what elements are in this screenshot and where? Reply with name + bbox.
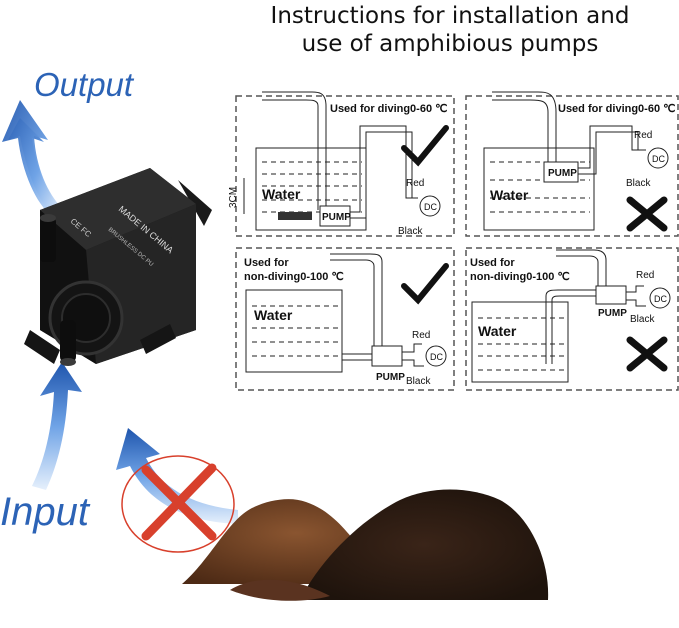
panel-1-pump-label: PUMP	[322, 212, 351, 223]
panel-1-check-icon	[401, 125, 449, 167]
panel-nondiving-correct: Used for non-diving0-100 ℃ Water PUMP DC…	[244, 253, 449, 387]
title-line-2: use of amphibious pumps	[301, 31, 599, 57]
panel-2-cross-icon	[626, 196, 668, 232]
panel-4-caption-line-1: Used for	[470, 257, 515, 269]
panel-2-dc-label: DC	[652, 154, 665, 164]
panel-1-depth-marker: 3CM	[228, 178, 245, 214]
panel-2-caption: Used for diving0-60 ℃	[558, 103, 676, 115]
soil-arrow	[116, 428, 238, 524]
panel-4-dc-label: DC	[654, 294, 667, 304]
panel-1-dc-label: DC	[424, 202, 437, 212]
instructions-title: Instructions for installation and use of…	[230, 2, 670, 58]
panel-nondiving-wrong: Used for non-diving0-100 ℃ Water PUMP DC…	[470, 249, 671, 383]
panel-4-cross-icon	[626, 336, 668, 372]
svg-text:3CM: 3CM	[228, 187, 239, 208]
panel-2-black-label: Black	[626, 178, 651, 189]
panel-2-pump-label: PUMP	[548, 168, 577, 179]
soil-piles	[182, 489, 549, 601]
panel-4-black-label: Black	[630, 314, 655, 325]
panel-2-water-label: Water	[490, 187, 529, 203]
panel-3-water-label: Water	[254, 307, 293, 323]
output-label: Output	[34, 66, 134, 103]
pump-device: MADE IN CHINA BRUSHLESS DC PU CE FC	[24, 168, 212, 366]
panel-4-caption-line-2: non-diving0-100 ℃	[470, 271, 570, 283]
output-arrow	[2, 100, 62, 216]
panel-3-red-label: Red	[412, 330, 430, 341]
panel-1-black-label: Black	[398, 226, 423, 237]
input-label: Input	[0, 490, 89, 534]
panel-4-red-label: Red	[636, 270, 654, 281]
panel-4-pump-label: PUMP	[598, 308, 627, 319]
no-entry-icon	[121, 455, 235, 553]
panel-3-caption-line-2: non-diving0-100 ℃	[244, 271, 344, 283]
title-line-1: Instructions for installation and	[270, 3, 630, 29]
panel-3-check-icon	[401, 263, 449, 305]
panel-3-caption-line-1: Used for	[244, 257, 289, 269]
panel-1-red-label: Red	[406, 178, 424, 189]
panel-3-black-label: Black	[406, 376, 431, 387]
input-arrow	[32, 362, 82, 490]
panel-diving-wrong: Used for diving0-60 ℃ Water PUMP DC Red …	[483, 91, 676, 232]
panel-diving-correct: Used for diving0-60 ℃ Water 3CM PUMP DC …	[228, 91, 449, 237]
panel-4-water-label: Water	[478, 323, 517, 339]
panel-3-dc-label: DC	[430, 352, 443, 362]
panel-1-caption: Used for diving0-60 ℃	[330, 103, 448, 115]
panel-2-red-label: Red	[634, 130, 652, 141]
panel-1-water-label: Water	[262, 186, 301, 202]
panel-3-pump-label: PUMP	[376, 372, 405, 383]
panel-frames	[235, 95, 679, 391]
